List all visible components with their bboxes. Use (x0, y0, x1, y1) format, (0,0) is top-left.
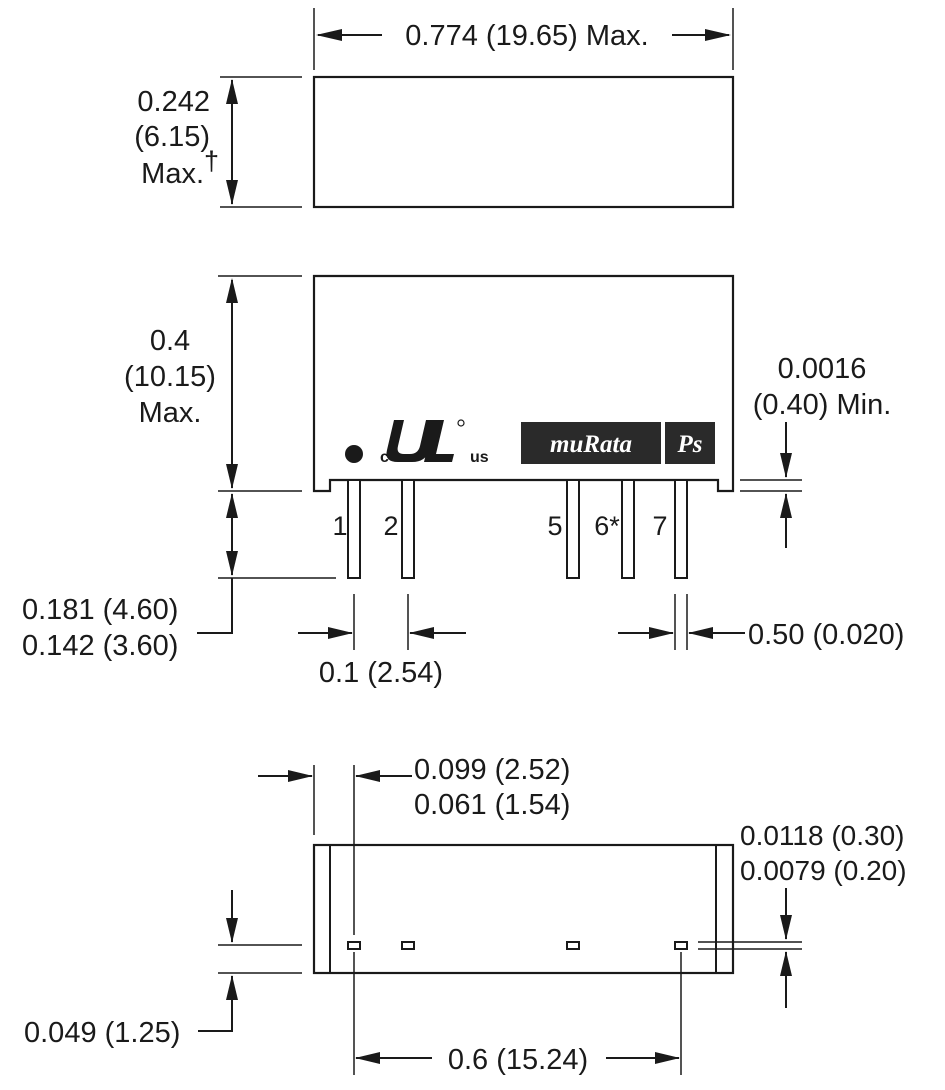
pad-5 (566, 941, 580, 950)
ul-us-text: us (470, 449, 489, 466)
top-length-arrow-left (316, 29, 342, 41)
pin-label-5: 5 (547, 511, 562, 541)
side-height-arrow-up (226, 278, 238, 303)
ul-registered-mark (457, 419, 465, 427)
top-height-label-2: (6.15) (134, 121, 210, 153)
span-label: 0.6 (15.24) (448, 1044, 588, 1076)
pin-6 (621, 479, 635, 579)
pin-5 (566, 479, 580, 579)
pin-width-label: 0.50 (0.020) (748, 619, 904, 651)
top-height-arrow-up (226, 79, 238, 104)
row-offset-arrow-up (226, 975, 238, 1000)
pin1-marker-dot (345, 445, 363, 463)
standoff-arrow-down (780, 453, 792, 478)
bottom-view-body (312, 843, 735, 975)
side-view: 1 2 5 6* 7 c us muRata Ps 0.4 (10.15) M (22, 274, 904, 689)
side-height-label-3: Max. (139, 397, 202, 429)
pin-length-leader (197, 578, 233, 634)
top-length-label: 0.774 (19.65) Max. (405, 20, 648, 52)
thickness-arrow-down (780, 915, 792, 940)
murata-logo-text: muRata (550, 431, 632, 458)
pitch-arrow-right (409, 627, 434, 639)
pin-label-1: 1 (332, 511, 347, 541)
murata-logo: muRata Ps (521, 422, 715, 464)
ul-cert-mark: c us (380, 419, 489, 466)
ul-u-shape (386, 420, 436, 462)
standoff-label-1: 0.0016 (778, 353, 867, 385)
pin-label-7: 7 (652, 511, 667, 541)
top-height-arrow-down (226, 180, 238, 205)
pin-label-6: 6* (594, 511, 620, 541)
row-offset-arrow-down (226, 918, 238, 943)
top-length-arrow-right (705, 29, 731, 41)
thickness-label-2: 0.0079 (0.20) (740, 855, 907, 886)
murata-logo-box (521, 422, 661, 464)
offset-label-1: 0.099 (2.52) (414, 754, 570, 786)
offset-arrow-left (288, 770, 313, 782)
ul-l-shape (424, 420, 454, 462)
top-view-body (312, 75, 735, 209)
pitch-arrow-left (328, 627, 353, 639)
top-view: 0.774 (19.65) Max. 0.242 (6.15) Max. † (134, 8, 735, 209)
pad-2 (401, 941, 415, 950)
pin-width-arrow-left (649, 627, 674, 639)
pin-length-label-1: 0.181 (4.60) (22, 594, 178, 626)
ps-logo-box (665, 422, 715, 464)
side-height-label-1: 0.4 (150, 325, 190, 357)
side-height-arrow-down (226, 464, 238, 489)
pin-width-arrow-right (688, 627, 713, 639)
top-height-dagger: † (204, 146, 219, 176)
standoff-arrow-up (780, 493, 792, 518)
ul-c-text: c (380, 449, 389, 466)
row-offset-label: 0.049 (1.25) (24, 1017, 180, 1049)
pad-7 (674, 941, 688, 950)
ps-logo-text: Ps (677, 431, 703, 458)
pitch-label: 0.1 (2.54) (319, 657, 443, 689)
pin-length-label-2: 0.142 (3.60) (22, 630, 178, 662)
offset-arrow-right (355, 770, 380, 782)
top-height-label-3: Max. (141, 158, 204, 190)
pin-length-arrow-down (226, 551, 238, 576)
side-height-label-2: (10.15) (124, 361, 216, 393)
pin-label-2: 2 (383, 511, 398, 541)
pin-7 (674, 479, 688, 579)
span-arrow-right (655, 1052, 680, 1064)
pin-1 (347, 479, 361, 579)
thickness-arrow-up (780, 951, 792, 976)
pin-2 (401, 479, 415, 579)
pad-1 (347, 941, 361, 950)
bottom-view: 0.099 (2.52) 0.061 (1.54) 0.0118 (0.30) … (24, 754, 907, 1076)
standoff-label-2: (0.40) Min. (753, 389, 892, 421)
thickness-label-1: 0.0118 (0.30) (740, 820, 905, 851)
pin-length-arrow-up (226, 493, 238, 518)
top-height-label-1: 0.242 (137, 86, 210, 118)
span-arrow-left (355, 1052, 380, 1064)
row-offset-leader (198, 976, 233, 1032)
offset-label-2: 0.061 (1.54) (414, 789, 570, 821)
